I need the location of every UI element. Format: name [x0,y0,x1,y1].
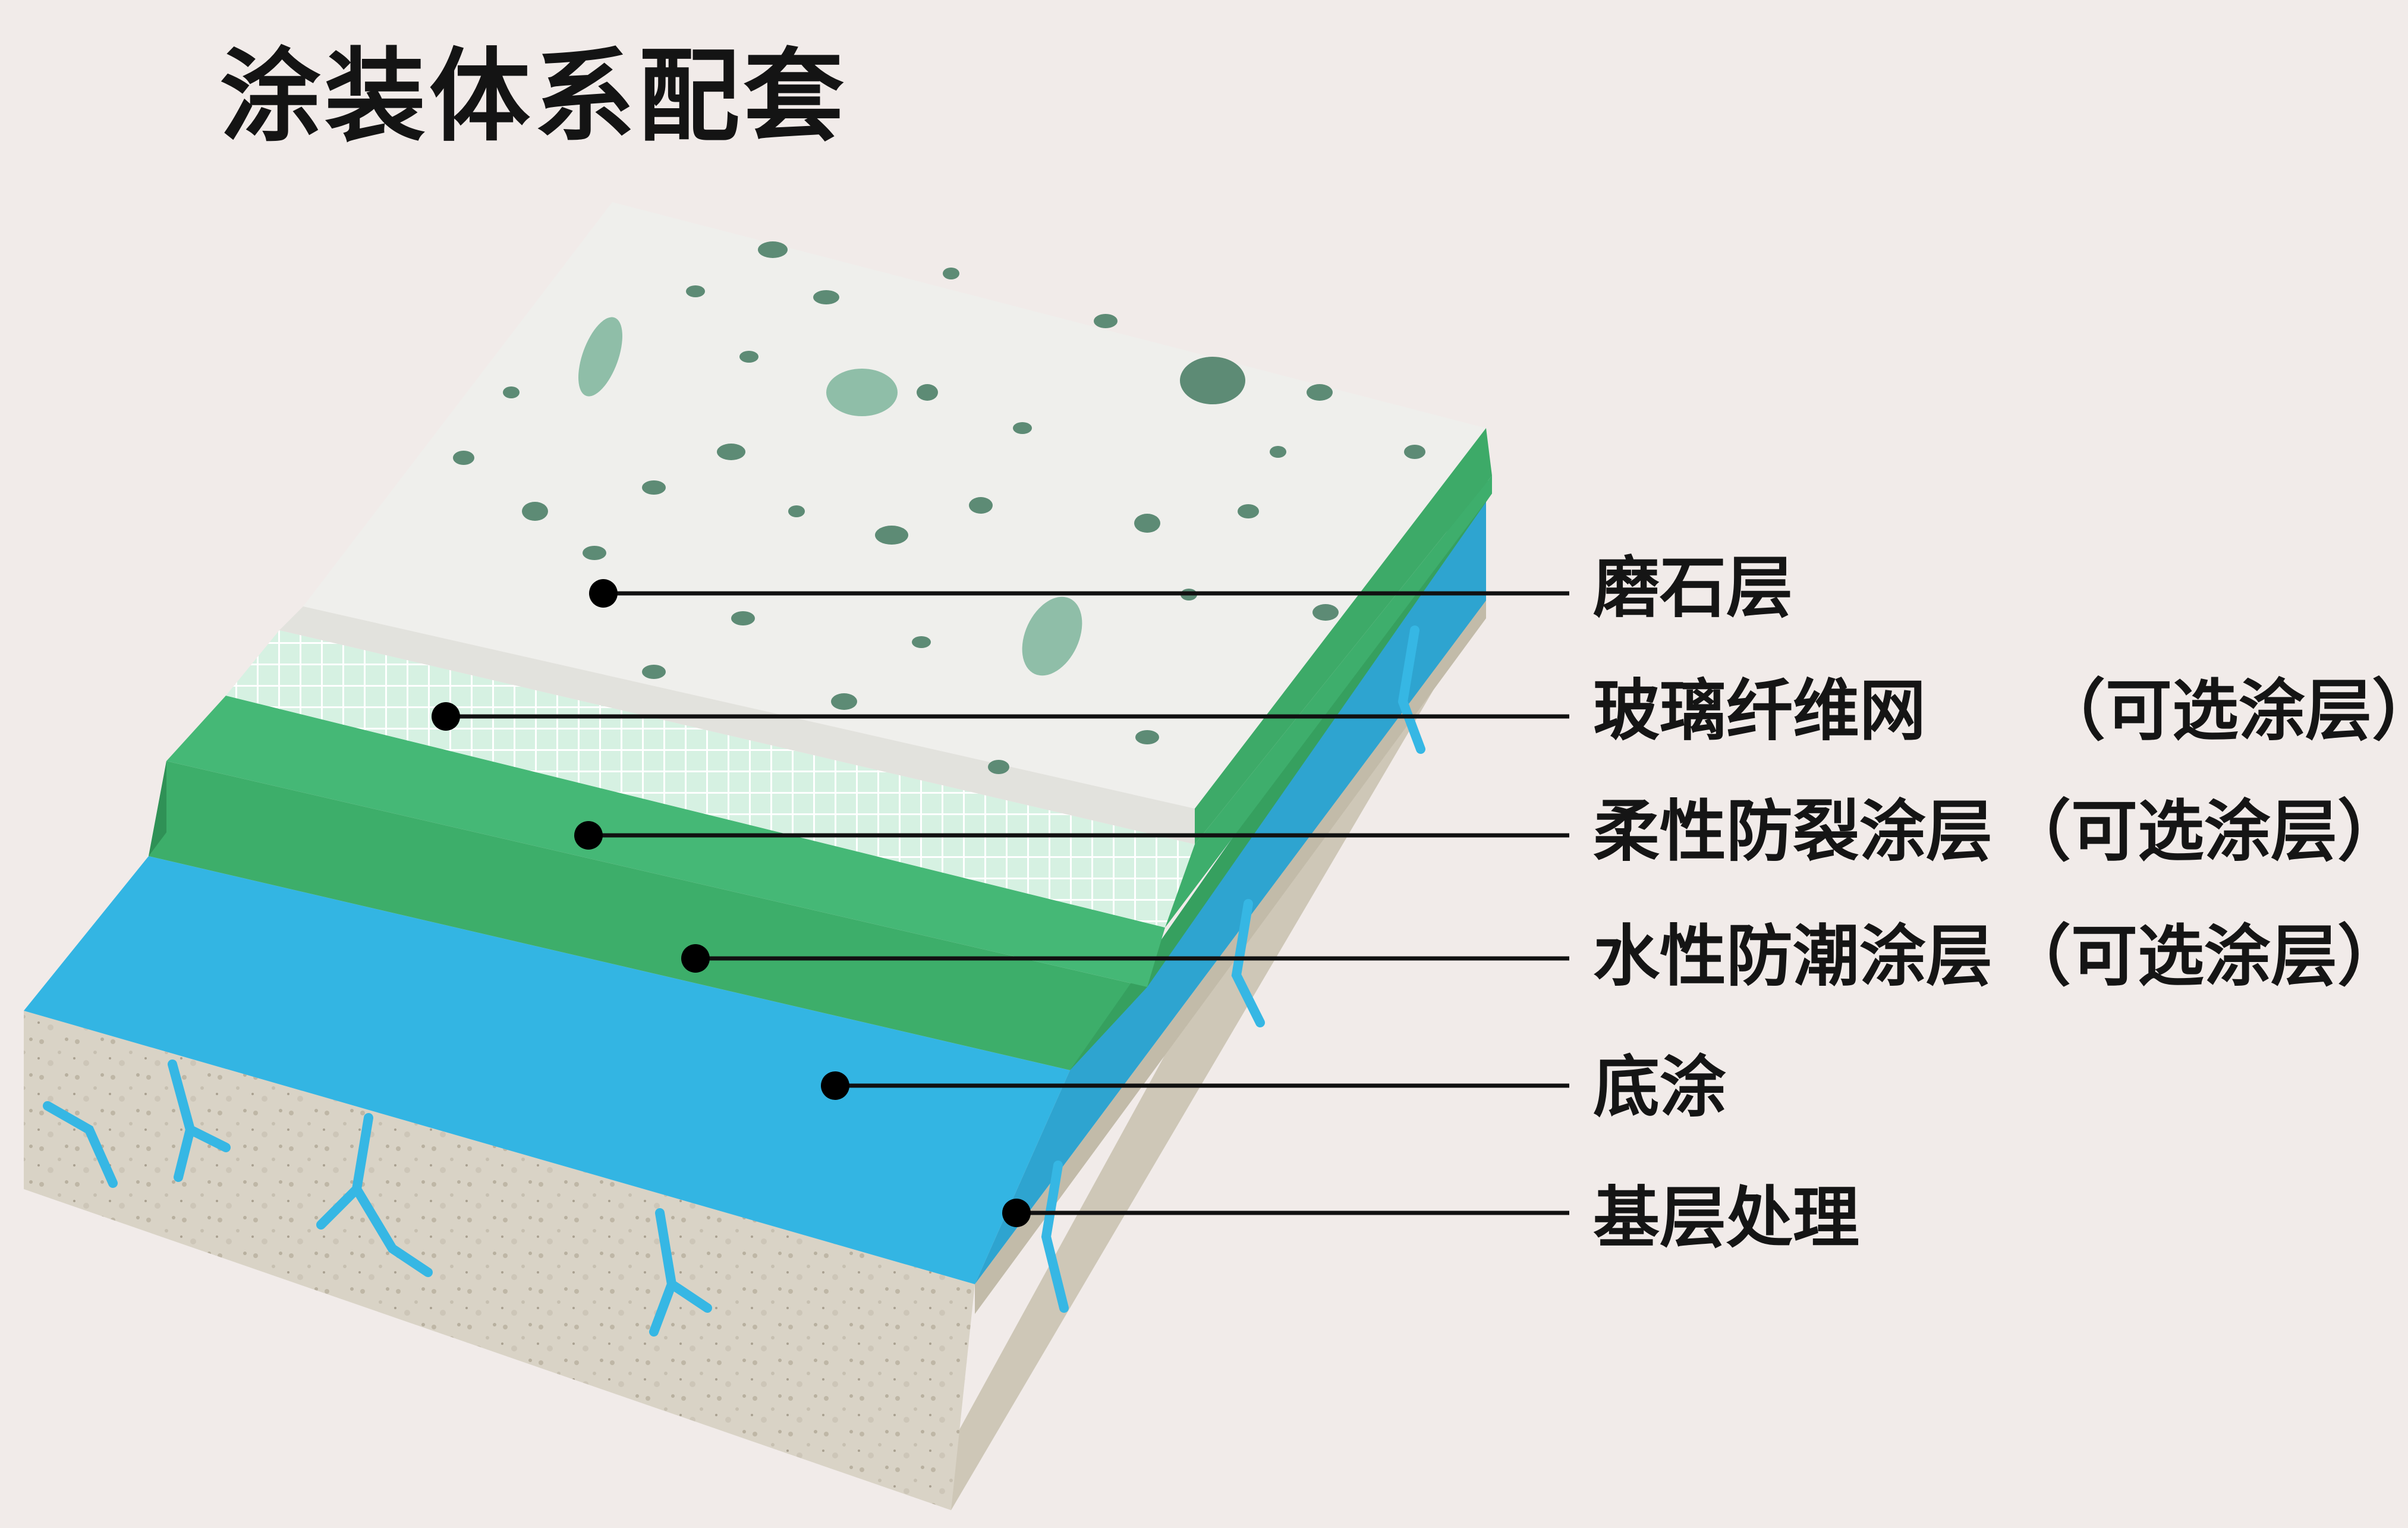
layer-note: （可选涂层） [2039,672,2408,750]
layer-name: 玻璃纤维网 [1593,672,1926,750]
leader-dot-anti-crack [574,821,603,850]
concrete-cracks [43,625,1425,1337]
terrazzo-chips [453,241,1425,774]
layer-name: 柔性防裂涂层 [1593,793,1992,870]
leader-dot-moisture [681,944,710,973]
primer-layer-shape [24,856,1070,1284]
layer-label-base-treatment: 基层处理 [1593,1180,1859,1257]
page-title: 涂装体系配套 [220,38,848,156]
anti-crack-layer-shape [166,696,1165,987]
concrete-front-face [24,1011,975,1510]
moisture-barrier-layer-shape [149,761,1147,1070]
leader-dot-terrazzo [589,579,618,608]
terrazzo-side-edge [1195,428,1492,844]
leader-dots [432,579,1031,1227]
layer-name: 水性防潮涂层 [1593,918,1992,995]
leader-lines [446,591,1569,1215]
layer-name: 磨石层 [1593,549,1793,627]
layer-label-terrazzo: 磨石层 [1593,550,1793,627]
layer-name: 基层处理 [1593,1180,1859,1257]
layer-note: （可选涂层） [2004,918,2404,995]
leader-dot-base [1002,1199,1031,1227]
layer-label-moisture-barrier: 水性防潮涂层（可选涂层） [1593,919,2404,995]
layer-name: 底涂 [1593,1049,1726,1126]
layer-label-primer: 底涂 [1593,1049,1726,1126]
terrazzo-front-edge [279,606,1195,844]
layer-label-anti-crack: 柔性防裂涂层（可选涂层） [1593,794,2404,870]
leader-dot-primer [821,1071,849,1100]
fiberglass-mesh-layer-shape [226,630,1195,928]
layer-note: （可选涂层） [2004,793,2404,870]
leader-dot-fiberglass [432,702,460,731]
layer-label-fiberglass-mesh: 玻璃纤维网 （可选涂层） [1593,673,2408,750]
